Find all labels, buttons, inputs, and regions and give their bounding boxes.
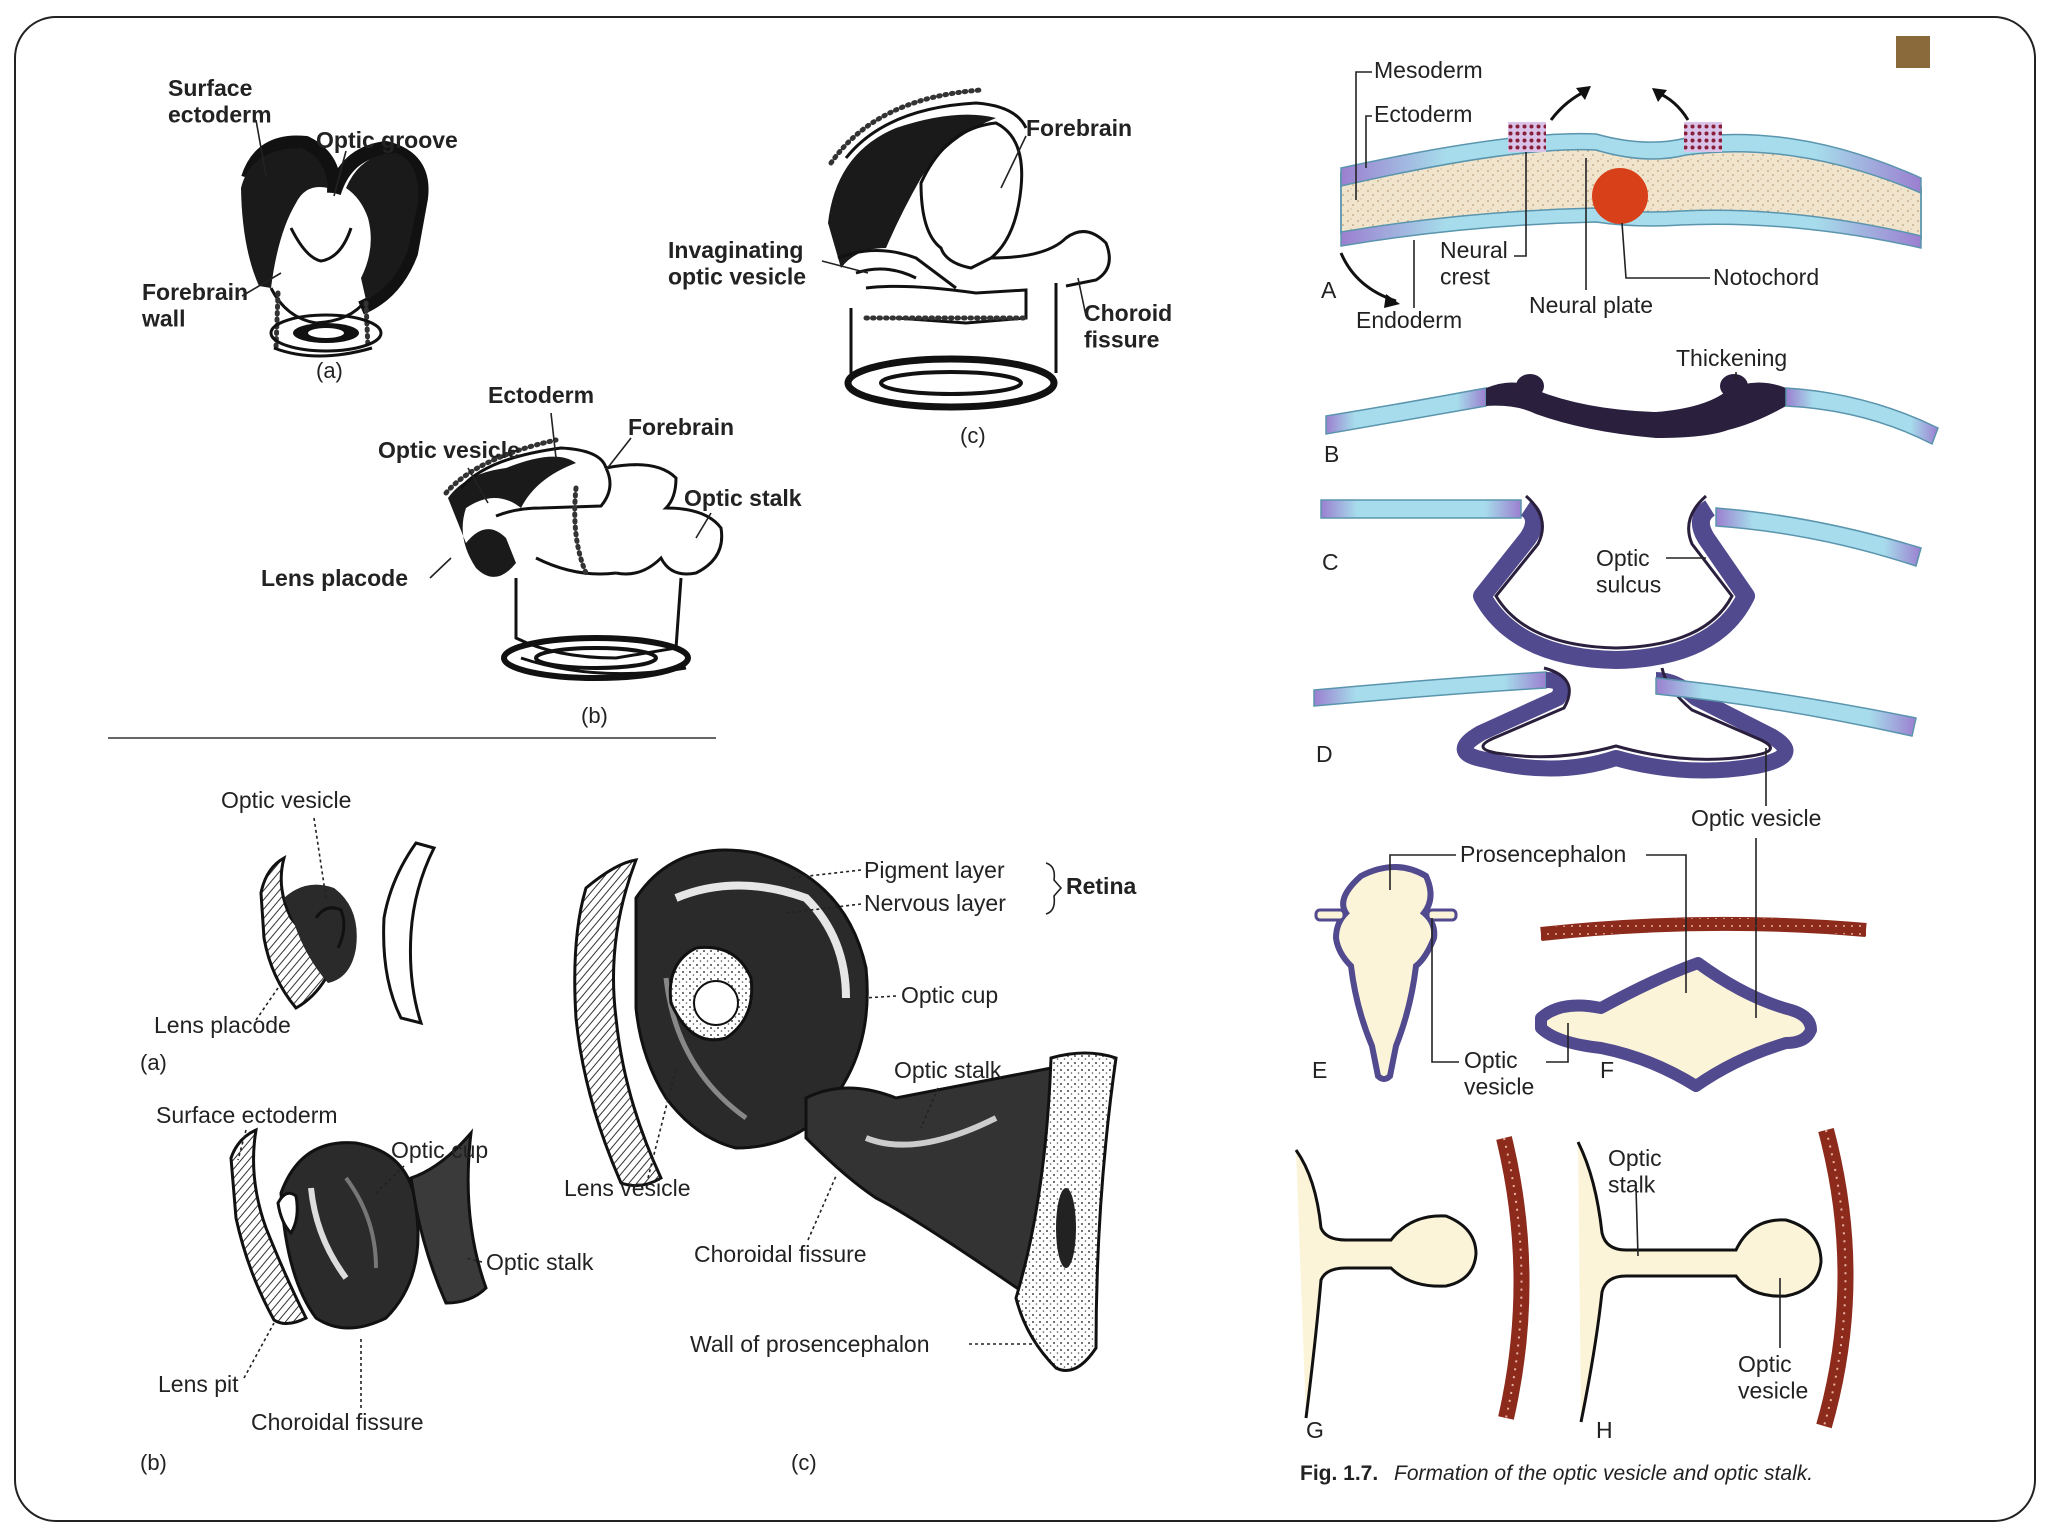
- right-panel-B: Thickening B: [1324, 345, 1939, 467]
- bottom-left-figure-c: Pigment layer Nervous layer Retina Optic…: [564, 848, 1137, 1475]
- label-optic-cup-bl: Optic cup: [391, 1137, 488, 1163]
- label-forebrain-b: Forebrain: [628, 414, 734, 440]
- bottom-left-figure-b: Surface ectoderm Optic cup Optic stalk L…: [140, 1102, 594, 1475]
- label-forebrain-c: Forebrain: [1026, 115, 1132, 141]
- letter-F: F: [1600, 1057, 1614, 1083]
- label-choroidal-fissure-blc: Choroidal fissure: [694, 1241, 867, 1267]
- label-optic-stalk-bl: Optic stalk: [486, 1249, 594, 1275]
- label-choroidal-fissure-bl: Choroidal fissure: [251, 1409, 424, 1435]
- caption-bl-b: (b): [140, 1450, 167, 1475]
- label-optic-groove: Optic groove: [316, 127, 458, 153]
- caption-bl-a: (a): [140, 1050, 167, 1075]
- label-optic-vesicle-bl: Optic vesicle: [221, 787, 351, 813]
- label-ectoderm-A: Ectoderm: [1374, 101, 1472, 127]
- label-wall-of-prosencephalon: Wall of prosencephalon: [690, 1331, 930, 1357]
- letter-G: G: [1306, 1417, 1324, 1443]
- label-optic-cup-blc: Optic cup: [901, 982, 998, 1008]
- label-surface-ectoderm-bl: Surface ectoderm: [156, 1102, 338, 1128]
- label-nervous-layer: Nervous layer: [864, 890, 1006, 916]
- label-lens-pit: Lens pit: [158, 1371, 239, 1397]
- label-optic-stalk-b: Optic stalk: [684, 485, 802, 511]
- corner-mark: [1896, 36, 1930, 68]
- letter-A: A: [1321, 277, 1337, 303]
- letter-C: C: [1322, 549, 1339, 575]
- letter-B: B: [1324, 441, 1339, 467]
- caption-top-b: (b): [581, 703, 608, 728]
- label-retina: Retina: [1066, 873, 1137, 899]
- label-prosencephalon: Prosencephalon: [1460, 841, 1626, 867]
- label-notochord: Notochord: [1713, 264, 1819, 290]
- svg-text:Fig. 1.7. Formation of t: Fig. 1.7. Formation of the optic vesicle…: [1300, 1462, 1813, 1485]
- top-left-figure-b: Ectoderm Forebrain Optic vesicle Optic s…: [261, 382, 802, 728]
- figure-title: Formation of the optic vesicle and optic…: [1394, 1462, 1813, 1485]
- figure-caption: Fig. 1.7. Formation of the optic vesicle…: [1300, 1462, 1813, 1485]
- label-optic-vesicle-D: Optic vesicle: [1691, 805, 1821, 831]
- right-panel-D: D Optic vesicle: [1313, 666, 1917, 831]
- label-lens-vesicle: Lens vesicle: [564, 1175, 691, 1201]
- letter-D: D: [1316, 741, 1333, 767]
- label-lens-placode-b: Lens placode: [261, 565, 408, 591]
- label-thickening: Thickening: [1676, 345, 1787, 371]
- bottom-left-figure-a: Optic vesicle Lens placode (a): [140, 787, 437, 1075]
- letter-H: H: [1596, 1417, 1613, 1443]
- label-neural-plate: Neural plate: [1529, 292, 1653, 318]
- figure-number: Fig. 1.7.: [1300, 1462, 1378, 1485]
- caption-bl-c: (c): [791, 1450, 817, 1475]
- label-ectoderm: Ectoderm: [488, 382, 594, 408]
- label-lens-placode-bl: Lens placode: [154, 1012, 291, 1038]
- caption-top-a: (a): [316, 358, 343, 383]
- label-optic-vesicle-b: Optic vesicle: [378, 437, 520, 463]
- caption-top-c: (c): [960, 423, 986, 448]
- label-optic-stalk-blc: Optic stalk: [894, 1057, 1002, 1083]
- label-mesoderm: Mesoderm: [1374, 57, 1483, 83]
- label-endoderm: Endoderm: [1356, 307, 1462, 333]
- letter-E: E: [1312, 1057, 1327, 1083]
- label-pigment-layer: Pigment layer: [864, 857, 1005, 883]
